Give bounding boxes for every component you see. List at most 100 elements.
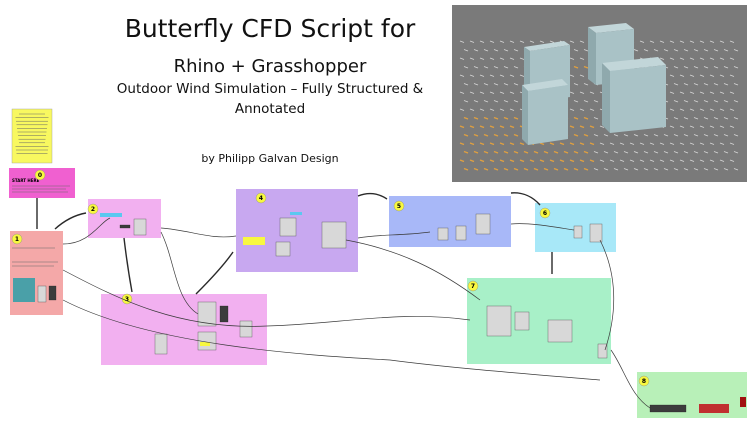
start-here-label: START HERE bbox=[12, 178, 40, 183]
group-2-component[interactable] bbox=[133, 218, 147, 236]
wind-vector bbox=[709, 91, 715, 94]
wind-vector bbox=[683, 134, 689, 137]
wind-vector bbox=[489, 125, 495, 129]
group-7-component-d[interactable] bbox=[597, 343, 608, 359]
wind-vector bbox=[479, 108, 485, 111]
wind-vector bbox=[599, 159, 605, 162]
building-front-right bbox=[602, 57, 666, 133]
group-2-param[interactable] bbox=[119, 224, 131, 229]
group-1-component-b[interactable] bbox=[48, 285, 57, 301]
wind-vector bbox=[659, 40, 665, 43]
group-5-component-b[interactable] bbox=[437, 227, 449, 241]
wind-vector bbox=[593, 117, 599, 120]
wind-vector bbox=[729, 108, 735, 111]
wind-vector bbox=[579, 91, 585, 94]
wind-vector bbox=[613, 168, 619, 171]
wind-vector bbox=[459, 125, 465, 129]
badge-g7 bbox=[467, 280, 479, 292]
wind-vector bbox=[479, 159, 485, 163]
group-6-component-b[interactable] bbox=[573, 225, 583, 239]
wind-vector bbox=[699, 125, 705, 128]
group-1-component[interactable] bbox=[37, 285, 47, 303]
wind-vector bbox=[623, 151, 629, 154]
wind-vector bbox=[609, 142, 615, 145]
wind-vector bbox=[689, 125, 695, 128]
wind-vector bbox=[679, 91, 685, 94]
group-4-component-c[interactable] bbox=[275, 241, 291, 257]
wind-vector bbox=[703, 134, 709, 137]
group-8-component-a[interactable] bbox=[649, 404, 687, 413]
wind-vector bbox=[729, 40, 735, 43]
wind-vector bbox=[549, 159, 555, 163]
group-3-param[interactable] bbox=[200, 342, 210, 346]
wind-vector bbox=[493, 66, 499, 69]
wind-vector bbox=[509, 74, 515, 77]
group-7-component-c[interactable] bbox=[547, 319, 573, 343]
group-3-component-e[interactable] bbox=[239, 320, 253, 338]
wind-vector bbox=[723, 151, 729, 154]
wind-vector bbox=[499, 40, 505, 43]
wind-vector bbox=[633, 134, 639, 137]
wires bbox=[36, 192, 651, 409]
group-8-output[interactable] bbox=[740, 397, 746, 407]
wind-vector bbox=[459, 40, 465, 43]
wind-vector bbox=[473, 83, 479, 86]
wind-vector bbox=[503, 133, 509, 137]
group-3-panel bbox=[101, 294, 267, 365]
wind-vector bbox=[549, 40, 555, 43]
group-7-component-a[interactable] bbox=[486, 305, 512, 337]
wind-vector bbox=[513, 100, 519, 103]
title-line-4: Annotated bbox=[234, 101, 306, 117]
group-4-panel-note bbox=[243, 237, 265, 245]
group-3-component-c[interactable] bbox=[154, 333, 168, 355]
wind-vector bbox=[493, 116, 499, 120]
group-3-component-b[interactable] bbox=[219, 305, 229, 323]
wind-vector bbox=[493, 49, 499, 52]
title-line-3: Outdoor Wind Simulation – Fully Structur… bbox=[116, 81, 424, 97]
wind-vector bbox=[559, 159, 565, 163]
wind-vector bbox=[569, 91, 575, 94]
group-4-component-b[interactable] bbox=[321, 221, 347, 249]
wind-vector bbox=[723, 49, 729, 52]
wind-vector bbox=[539, 40, 545, 43]
wind-vector bbox=[483, 116, 489, 120]
wind-vector bbox=[549, 142, 555, 146]
wind-vector bbox=[573, 167, 579, 171]
group-5-component-c[interactable] bbox=[455, 225, 467, 241]
wind-vector bbox=[709, 142, 715, 145]
wind-vector bbox=[709, 74, 715, 77]
group-2-slider[interactable] bbox=[100, 213, 122, 217]
wind-vector bbox=[513, 150, 519, 154]
wind-vector bbox=[663, 151, 669, 154]
wind-vector bbox=[463, 167, 469, 171]
badge-g2 bbox=[87, 203, 99, 215]
wind-vector bbox=[719, 159, 725, 162]
group-4-slider[interactable] bbox=[290, 212, 302, 215]
wind-vector bbox=[493, 133, 499, 137]
wind-vector bbox=[543, 150, 549, 154]
group-5-component-a[interactable] bbox=[475, 213, 491, 235]
wind-vector bbox=[719, 108, 725, 111]
wind-vector bbox=[569, 108, 575, 111]
wind-vector bbox=[679, 108, 685, 111]
wind-vector bbox=[459, 142, 465, 146]
wind-vector bbox=[663, 168, 669, 171]
wind-vector bbox=[719, 74, 725, 77]
wind-vector bbox=[459, 91, 465, 94]
group-6-component-a[interactable] bbox=[589, 223, 603, 243]
wind-vector bbox=[719, 40, 725, 43]
wind-vector bbox=[523, 150, 529, 154]
wind-vector bbox=[683, 66, 689, 69]
group-7-component-b[interactable] bbox=[514, 311, 530, 331]
wind-vector bbox=[689, 142, 695, 145]
wind-vector bbox=[689, 159, 695, 162]
wind-vector bbox=[519, 142, 525, 146]
wind-vector bbox=[463, 116, 469, 120]
wind-vector bbox=[583, 65, 589, 69]
wind-vector bbox=[733, 100, 739, 103]
wind-vector bbox=[503, 49, 509, 52]
group-4-component-a[interactable] bbox=[279, 217, 297, 237]
wind-vector bbox=[713, 134, 719, 137]
wind-vector bbox=[563, 150, 569, 154]
